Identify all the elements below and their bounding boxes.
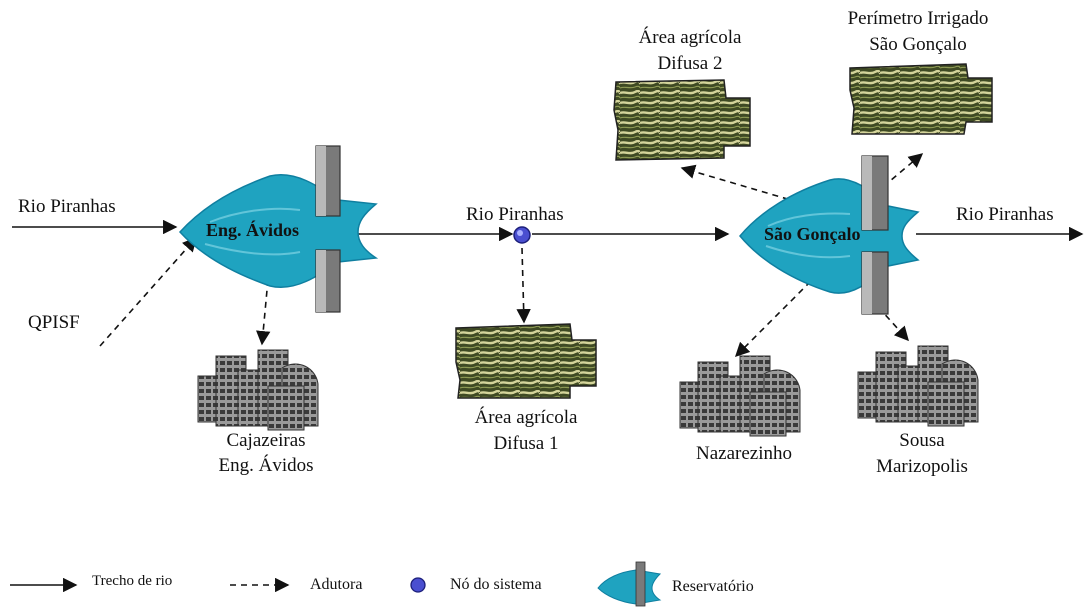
reservoir-sao-goncalo: São Gonçalo (739, 155, 920, 315)
pipeline-area2 (680, 164, 853, 219)
label-area1-2: Difusa 1 (494, 433, 559, 454)
legend-item-trecho: Trecho de rio (10, 573, 172, 593)
label-area2-2: Difusa 2 (658, 53, 723, 74)
legend-item-no: Nó do sistema (410, 576, 542, 593)
legend-label-adutora: Adutora (310, 576, 362, 593)
agricultural-field-icon (849, 63, 993, 135)
label-perimetro-2: São Gonçalo (869, 34, 967, 55)
label-area1-1: Área agrícola (475, 406, 578, 428)
field-area-difusa-2 (613, 79, 751, 161)
reservoir-label: São Gonçalo (764, 224, 861, 244)
label-qpisf: QPISF (28, 312, 80, 333)
legend: Trecho de rio Adutora Nó do sistema Rese… (10, 561, 754, 607)
agricultural-field-icon (613, 79, 751, 161)
dam-icon (635, 561, 646, 607)
system-node-icon (410, 577, 426, 593)
legend-label-reservatorio: Reservatório (672, 578, 754, 595)
legend-label-no: Nó do sistema (450, 576, 542, 593)
dam-icon (315, 145, 341, 313)
label-perimetro-1: Perímetro Irrigado (848, 8, 989, 29)
label-cajazeiras-2: Eng. Ávidos (219, 454, 314, 476)
city-buildings-icon (857, 345, 979, 427)
city-nazarezinho (679, 355, 801, 437)
label-nazarezinho: Nazarezinho (696, 443, 792, 464)
reservoir-eng-avidos: Eng. Ávidos (178, 145, 379, 313)
legend-item-reservatorio: Reservatório (597, 561, 754, 607)
reservoir-icon (597, 569, 662, 605)
dam-icon (861, 155, 889, 315)
legend-item-adutora: Adutora (230, 576, 362, 593)
label-sousa-2: Marizopolis (876, 456, 968, 477)
river-segments (12, 219, 1084, 242)
field-area-difusa-1 (455, 323, 597, 399)
legend-label-trecho: Trecho de rio (92, 573, 172, 589)
city-sousa (857, 345, 979, 427)
label-sousa-1: Sousa (899, 430, 945, 451)
label-rio-in: Rio Piranhas (18, 196, 116, 217)
label-rio-out: Rio Piranhas (956, 204, 1054, 225)
pipeline-qpisf (99, 236, 197, 347)
label-rio-mid: Rio Piranhas (466, 204, 564, 225)
agricultural-field-icon (455, 323, 597, 399)
reservoir-label: Eng. Ávidos (206, 219, 299, 240)
label-area2-1: Área agrícola (639, 26, 742, 48)
system-node (513, 226, 531, 244)
field-perimetro-irrigado (849, 63, 993, 135)
pipeline-area1 (516, 247, 531, 324)
city-buildings-icon (197, 349, 319, 431)
label-cajazeiras-1: Cajazeiras (226, 430, 305, 451)
city-buildings-icon (679, 355, 801, 437)
city-cajazeiras (197, 349, 319, 431)
